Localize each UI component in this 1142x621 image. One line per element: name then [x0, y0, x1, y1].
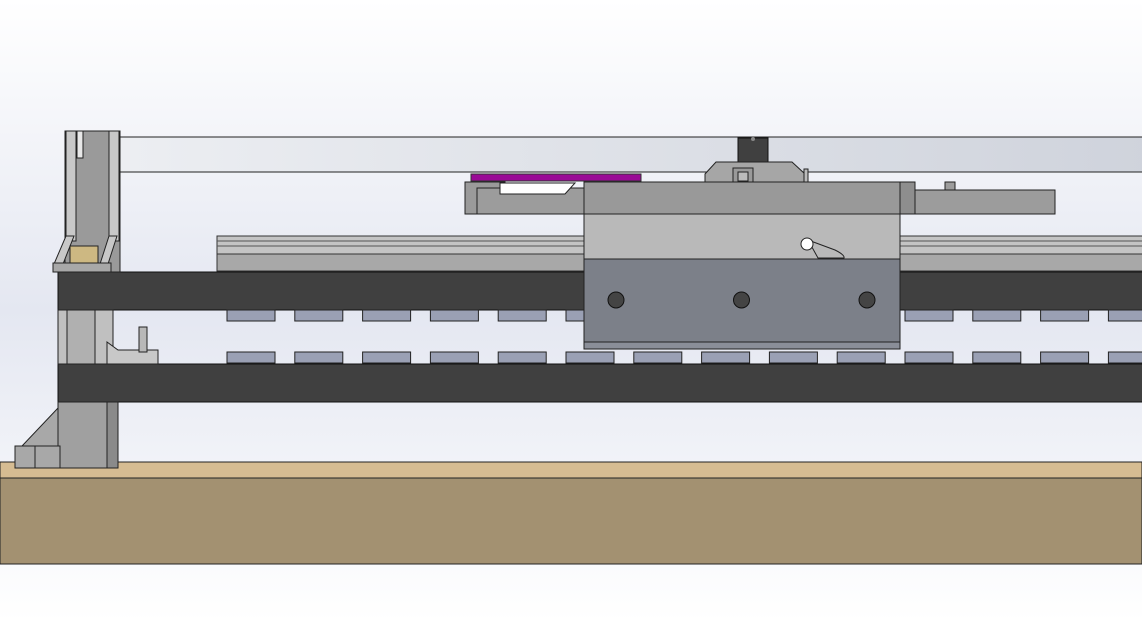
pad: [497, 351, 547, 364]
pad: [497, 309, 547, 322]
pad: [294, 351, 344, 364]
pad: [1107, 309, 1142, 322]
left-end-bracket: [14, 130, 159, 469]
motor-stub: [737, 137, 769, 163]
pad: [362, 309, 412, 322]
pad: [972, 351, 1022, 364]
pad: [1107, 351, 1142, 364]
pad: [565, 351, 615, 364]
bolt: [858, 291, 876, 309]
pad: [1040, 309, 1090, 322]
bolt: [733, 291, 750, 309]
pad: [294, 309, 344, 322]
bolt: [607, 291, 625, 309]
accent-strip: [470, 173, 642, 182]
pad: [226, 309, 276, 322]
pad: [633, 351, 683, 364]
pad: [904, 309, 954, 322]
pad: [836, 351, 886, 364]
top-rod: [119, 136, 1142, 173]
pad: [701, 351, 751, 364]
table: [0, 461, 1142, 565]
pad: [362, 351, 412, 364]
pad: [972, 309, 1022, 322]
carriage: [464, 137, 1056, 350]
pad: [768, 351, 818, 364]
pad: [904, 351, 954, 364]
pad: [226, 351, 276, 364]
bottom-pad-row: [226, 351, 1142, 364]
pad: [1040, 351, 1090, 364]
lower-frame-beam: [57, 363, 1142, 403]
bolt-row: [607, 291, 876, 309]
pin: [800, 237, 814, 251]
pad: [429, 351, 479, 364]
pad: [429, 309, 479, 322]
